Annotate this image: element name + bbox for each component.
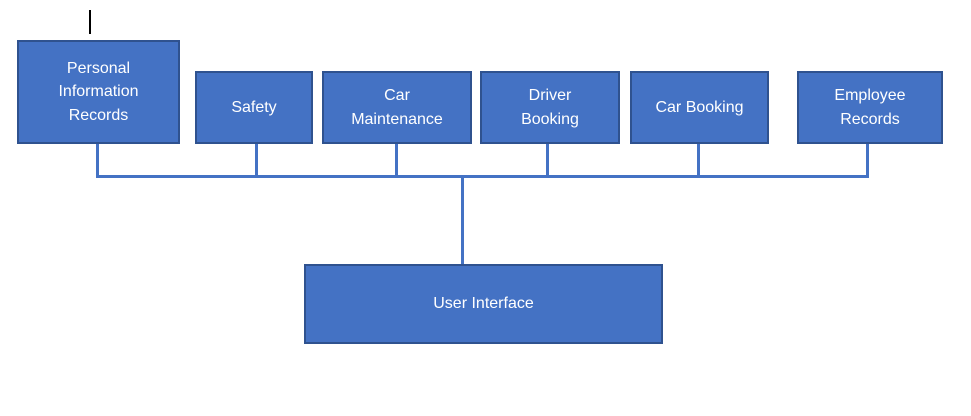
connector-car-maintenance [395, 144, 398, 178]
connector-driver-booking [546, 144, 549, 178]
node-label: User Interface [433, 295, 534, 313]
connector-personal-information-records [96, 144, 99, 178]
node-label: Car Booking [655, 98, 744, 116]
node-label: Driver Booking [521, 87, 579, 128]
node-safety[interactable]: Safety [195, 71, 313, 144]
connector-car-booking [697, 144, 700, 178]
node-employee-records[interactable]: Employee Records [797, 71, 943, 144]
node-personal-information-records[interactable]: Personal Information Records [17, 40, 180, 144]
node-label: Employee Records [834, 87, 906, 128]
node-label: Safety [231, 98, 277, 116]
node-car-booking[interactable]: Car Booking [630, 71, 769, 144]
connector-employee-records [866, 144, 869, 178]
connector-bus-line [96, 175, 869, 178]
stray-vertical-line [89, 10, 91, 34]
connector-safety [255, 144, 258, 178]
node-label: Car Maintenance [351, 87, 443, 128]
connector-user-interface [461, 178, 464, 264]
node-label: Personal Information Records [58, 60, 139, 124]
node-user-interface[interactable]: User Interface [304, 264, 663, 344]
node-driver-booking[interactable]: Driver Booking [480, 71, 620, 144]
node-car-maintenance[interactable]: Car Maintenance [322, 71, 472, 144]
